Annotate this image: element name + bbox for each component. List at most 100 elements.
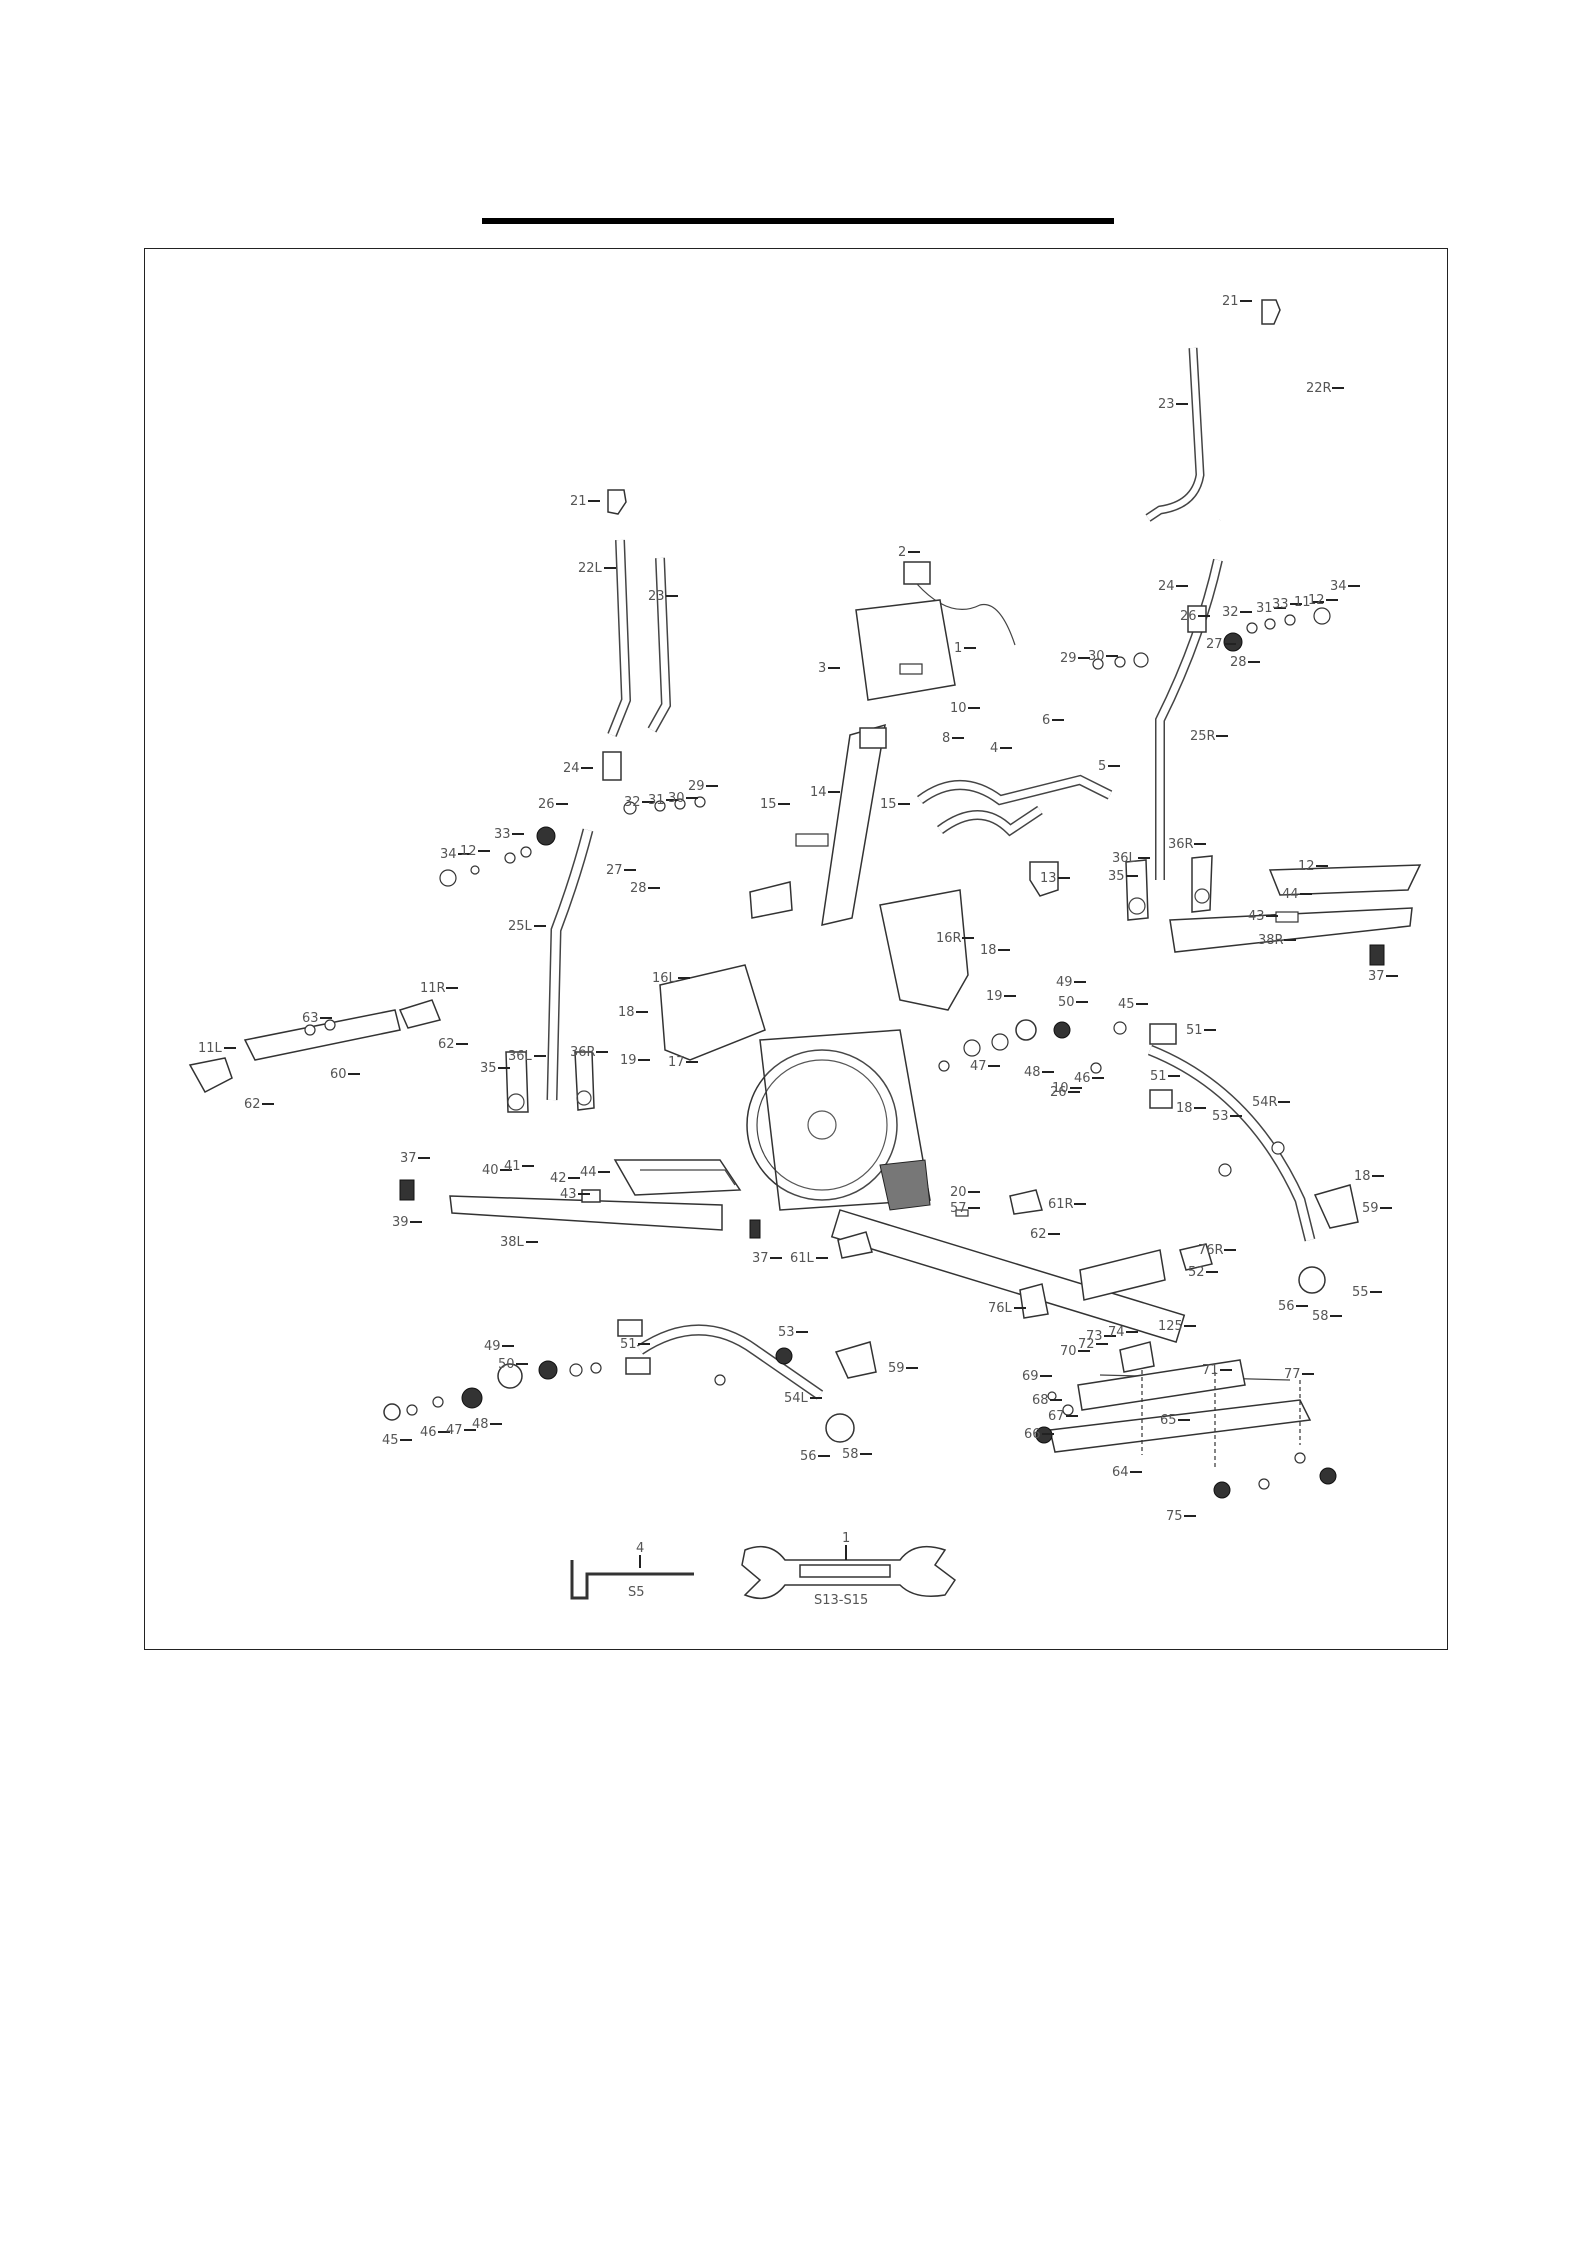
part-54R-right-swing-arm [1147, 1044, 1316, 1242]
part-callout-48: 48 [1024, 1065, 1041, 1080]
tool-wrench [741, 1545, 957, 1600]
part-callout-19: 19 [620, 1053, 637, 1068]
part-callout-16R: 16R [936, 931, 962, 946]
part-callout-53: 53 [778, 1325, 795, 1340]
part-callout-25R: 25R [1190, 729, 1216, 744]
part-callout-29: 29 [688, 779, 705, 794]
part-callout-35: 35 [480, 1061, 497, 1076]
part-58-left-wheel [825, 1413, 855, 1443]
part-callout-36R: 36R [570, 1045, 596, 1060]
part-callout-43: 43 [1248, 909, 1265, 924]
part-70-bracket [1119, 1341, 1155, 1373]
part-callout-68: 68 [1032, 1393, 1049, 1408]
part-57-bolt [955, 1209, 969, 1217]
part-callout-28: 28 [1230, 655, 1247, 670]
part-2-adapter [903, 561, 931, 585]
part-callout-11R: 11R [420, 981, 446, 996]
part-callout-18: 18 [1176, 1101, 1193, 1116]
main-rail [830, 1209, 1186, 1343]
part-callout-58: 58 [842, 1447, 859, 1462]
left-handlebar-assembly [439, 489, 706, 1101]
part-22R-outline [1218, 339, 1276, 523]
part-callout-21: 21 [570, 494, 587, 509]
part-callout-44: 44 [1282, 887, 1299, 902]
part-callout-4: 4 [990, 741, 998, 756]
part-51-joint [1149, 1023, 1177, 1045]
part-61R-right-endcap [1009, 1189, 1043, 1215]
part-24-left-sleeve [602, 751, 622, 781]
part-callout-57: 57 [950, 1201, 967, 1216]
part-callout-67: 67 [1048, 1409, 1065, 1424]
part-callout-55: 55 [1352, 1285, 1369, 1300]
right-handlebar-assembly [1092, 299, 1331, 880]
part-callout-12: 12 [460, 844, 477, 859]
part-callout-32: 32 [624, 795, 641, 810]
part-callout-24: 24 [563, 761, 580, 776]
part-callout-24: 24 [1158, 579, 1175, 594]
part-callout-47: 47 [446, 1423, 463, 1438]
part-callout-27: 27 [1206, 637, 1223, 652]
rear-stabilizer [1035, 1341, 1337, 1499]
part-36R-left-bracket [574, 1051, 595, 1111]
part-callout-75: 75 [1166, 1509, 1183, 1524]
part-callout-74: 74 [1108, 1325, 1125, 1340]
part-callout-34: 34 [440, 847, 457, 862]
part-callout-66: 66 [1024, 1427, 1041, 1442]
part-callout-63: 63 [302, 1011, 319, 1026]
part-callout-35: 35 [1108, 869, 1125, 884]
part-21-left-cap [607, 489, 627, 515]
part-65-rail-base [1077, 1359, 1246, 1411]
part-callout-25L: 25L [508, 919, 533, 934]
part-callout-26: 26 [1050, 1085, 1067, 1100]
part-callout-20: 20 [950, 1185, 967, 1200]
left-crank-hardware [383, 1360, 602, 1421]
part-callout-11: 11 [1294, 595, 1311, 610]
part-36L-right-bracket [1125, 859, 1149, 921]
part-37-left-cap [399, 1179, 415, 1201]
part-callout-21: 21 [1222, 294, 1239, 309]
part-callout-62: 62 [1030, 1227, 1047, 1242]
part-callout-33: 33 [1272, 597, 1289, 612]
part-callout-27: 27 [606, 863, 623, 878]
part-callout-125: 125 [1158, 1319, 1183, 1334]
part-callout-59: 59 [888, 1361, 905, 1376]
part-58-right-wheel [1298, 1266, 1326, 1294]
part-callout-40: 40 [482, 1163, 499, 1178]
tool-labels: 4 S5 1 S13-S15 [628, 1531, 868, 1608]
part-callout-37: 37 [752, 1251, 769, 1266]
part-callout-65: 65 [1160, 1413, 1177, 1428]
part-callout-52: 52 [1188, 1265, 1205, 1280]
part-callout-12: 12 [1298, 859, 1315, 874]
part-callout-18: 18 [1354, 1169, 1371, 1184]
part-callout-13: 13 [1040, 871, 1057, 886]
part-callout-18: 18 [980, 943, 997, 958]
part-59-left-cover [834, 1341, 877, 1379]
part-callout-69: 69 [1022, 1369, 1039, 1384]
pivot-brackets-right [1125, 855, 1213, 921]
main-frame [659, 881, 1186, 1343]
part-50-crank-hub [1015, 1019, 1037, 1041]
part-callout-41: 41 [504, 1159, 521, 1174]
part-callout-76R: 76R [1198, 1243, 1224, 1258]
part-callout-32: 32 [1222, 605, 1239, 620]
part-32-bearing [1223, 632, 1243, 652]
part-43-spacer [581, 1189, 601, 1203]
part-callout-49: 49 [484, 1339, 501, 1354]
part-callout-15: 15 [760, 797, 777, 812]
part-11L-left-endcap [188, 1057, 233, 1094]
part-37-right-cap [1369, 944, 1385, 966]
part-21-right-cap [1261, 299, 1281, 325]
part-callout-62: 62 [438, 1037, 455, 1052]
wrench-size: S13-S15 [814, 1593, 868, 1608]
part-callout-10: 10 [1052, 1081, 1069, 1096]
front-stabilizer [188, 999, 442, 1094]
part-callout-39: 39 [392, 1215, 409, 1230]
title-bar [482, 218, 1114, 224]
part-callout-77: 77 [1284, 1367, 1301, 1382]
rear-rails [837, 1189, 1213, 1319]
hex-key-size: S5 [628, 1585, 645, 1600]
flywheel-housing [746, 1049, 898, 1201]
part-callout-31: 31 [1256, 601, 1273, 616]
